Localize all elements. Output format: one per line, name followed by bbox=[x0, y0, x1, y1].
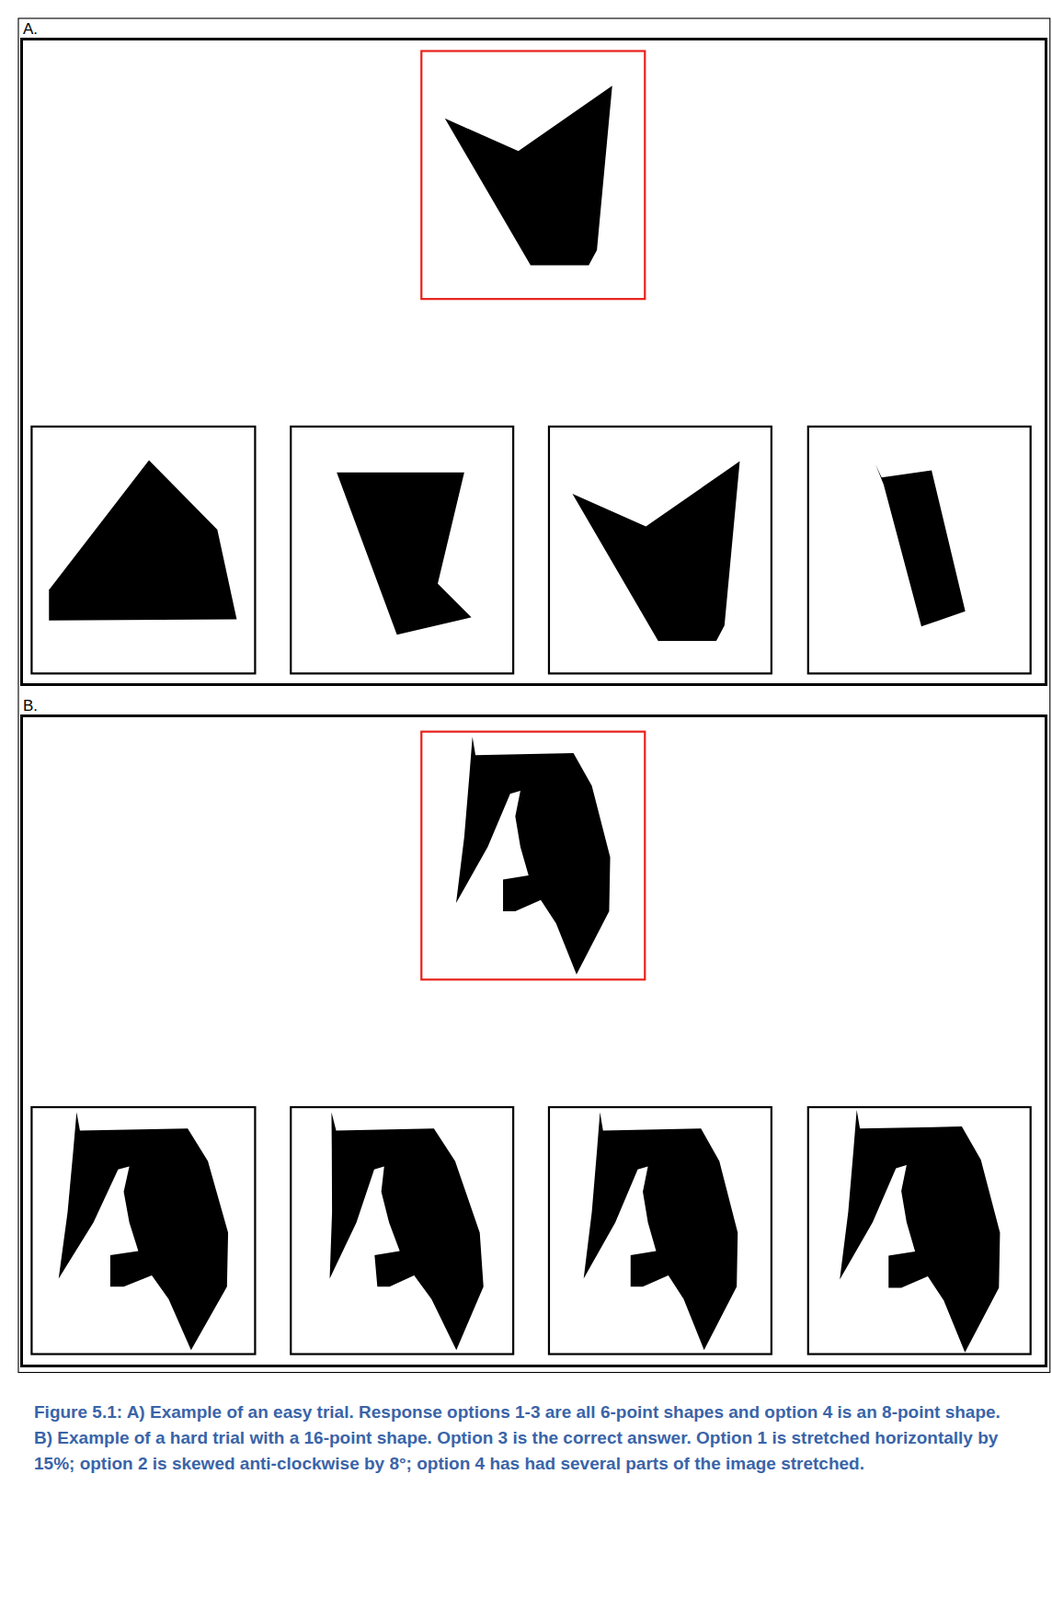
target-shape bbox=[456, 736, 611, 975]
caption-paragraph: B) Example of a hard trial with a 16-poi… bbox=[34, 1425, 1041, 1477]
panel-frame: A. bbox=[20, 37, 1048, 687]
option-shape bbox=[839, 1109, 1000, 1353]
option-box bbox=[548, 426, 772, 675]
option-box bbox=[290, 1107, 514, 1355]
caption-block: Figure 5.1: A) Example of an easy trial.… bbox=[34, 1399, 1041, 1477]
figure-caption: Figure 5.1: A) Example of an easy trial.… bbox=[34, 1399, 1041, 1426]
option-shape bbox=[875, 464, 966, 627]
panel-label: B. bbox=[22, 697, 38, 715]
option-shape bbox=[571, 461, 740, 641]
option-shape bbox=[336, 472, 471, 635]
outer-frame bbox=[18, 18, 1051, 1373]
panel-label: A. bbox=[22, 20, 38, 38]
option-shape bbox=[58, 1112, 229, 1351]
option-box bbox=[290, 426, 514, 675]
option-box bbox=[548, 1107, 772, 1355]
option-shape bbox=[315, 1112, 491, 1351]
option-box bbox=[31, 1107, 255, 1355]
option-shape bbox=[48, 459, 237, 620]
option-box bbox=[808, 1107, 1031, 1355]
option-shape bbox=[583, 1112, 739, 1351]
panel-frame: B. bbox=[20, 714, 1048, 1368]
option-box bbox=[808, 426, 1031, 675]
target-shape bbox=[445, 85, 613, 265]
target-box bbox=[421, 731, 645, 981]
option-box bbox=[31, 426, 255, 675]
target-box bbox=[421, 50, 645, 299]
